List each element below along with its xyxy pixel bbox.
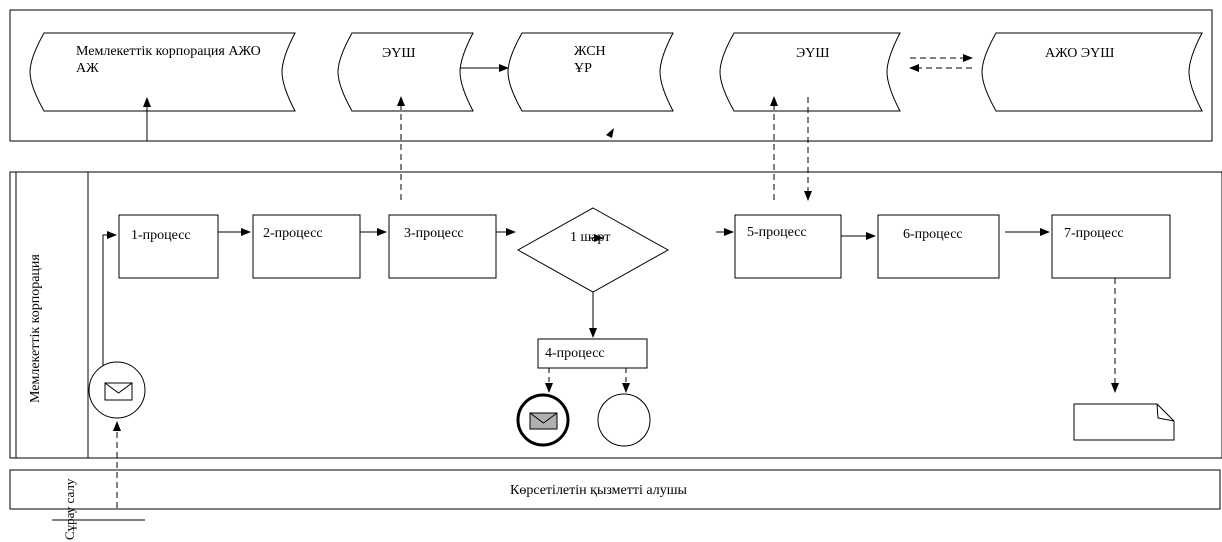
process-box-6 [877, 214, 1000, 279]
document-icon [1073, 403, 1175, 441]
system-label-azho-eush: АЖО ЭҮШ [1045, 46, 1115, 61]
system-label-eush-1: ЭҮШ [382, 46, 416, 61]
envelope-icon [104, 382, 133, 401]
process-label-6: 6-процесс [903, 227, 963, 242]
process-box-2 [252, 214, 361, 279]
system-shape-gov-corp [29, 32, 296, 112]
process-box-4 [537, 338, 648, 369]
decision-label: 1 шарт [570, 230, 611, 245]
end-event-plain [597, 393, 651, 447]
lane-label-service-recipient: Көрсетілетін қызметті алушы [510, 483, 687, 498]
process-label-5: 5-процесс [747, 225, 807, 240]
process-label-1: 1-процесс [131, 228, 191, 243]
process-label-4: 4-процесс [545, 346, 605, 361]
request-label: Сұрау салу [62, 478, 77, 540]
process-box-3 [388, 214, 497, 279]
system-label-eush-2: ЭҮШ [796, 46, 830, 61]
process-label-2: 2-процесс [263, 226, 323, 241]
filled-envelope-icon [529, 412, 558, 430]
process-box-5 [734, 214, 842, 279]
process-label-7: 7-процесс [1064, 226, 1124, 241]
lane-label-gov-corp: Мемлекеттік корпорация [28, 254, 43, 403]
process-box-7 [1051, 214, 1171, 279]
decision-diamond [516, 207, 670, 293]
system-shape-eush-1 [337, 32, 474, 112]
system-shape-azho-eush [981, 32, 1203, 112]
corp-lane [9, 171, 1222, 459]
systems-pool [9, 9, 1213, 142]
process-label-3: 3-процесс [404, 226, 464, 241]
system-label-gov-corp: Мемлекеттік корпорация АЖО АЖ [76, 44, 261, 76]
process-box-1 [118, 214, 219, 279]
small-triangle-marker [606, 128, 614, 138]
system-shape-eush-2 [719, 32, 901, 112]
recipient-lane [9, 469, 1221, 510]
system-label-zhsn-ur: ЖСН ҰР [574, 44, 606, 76]
